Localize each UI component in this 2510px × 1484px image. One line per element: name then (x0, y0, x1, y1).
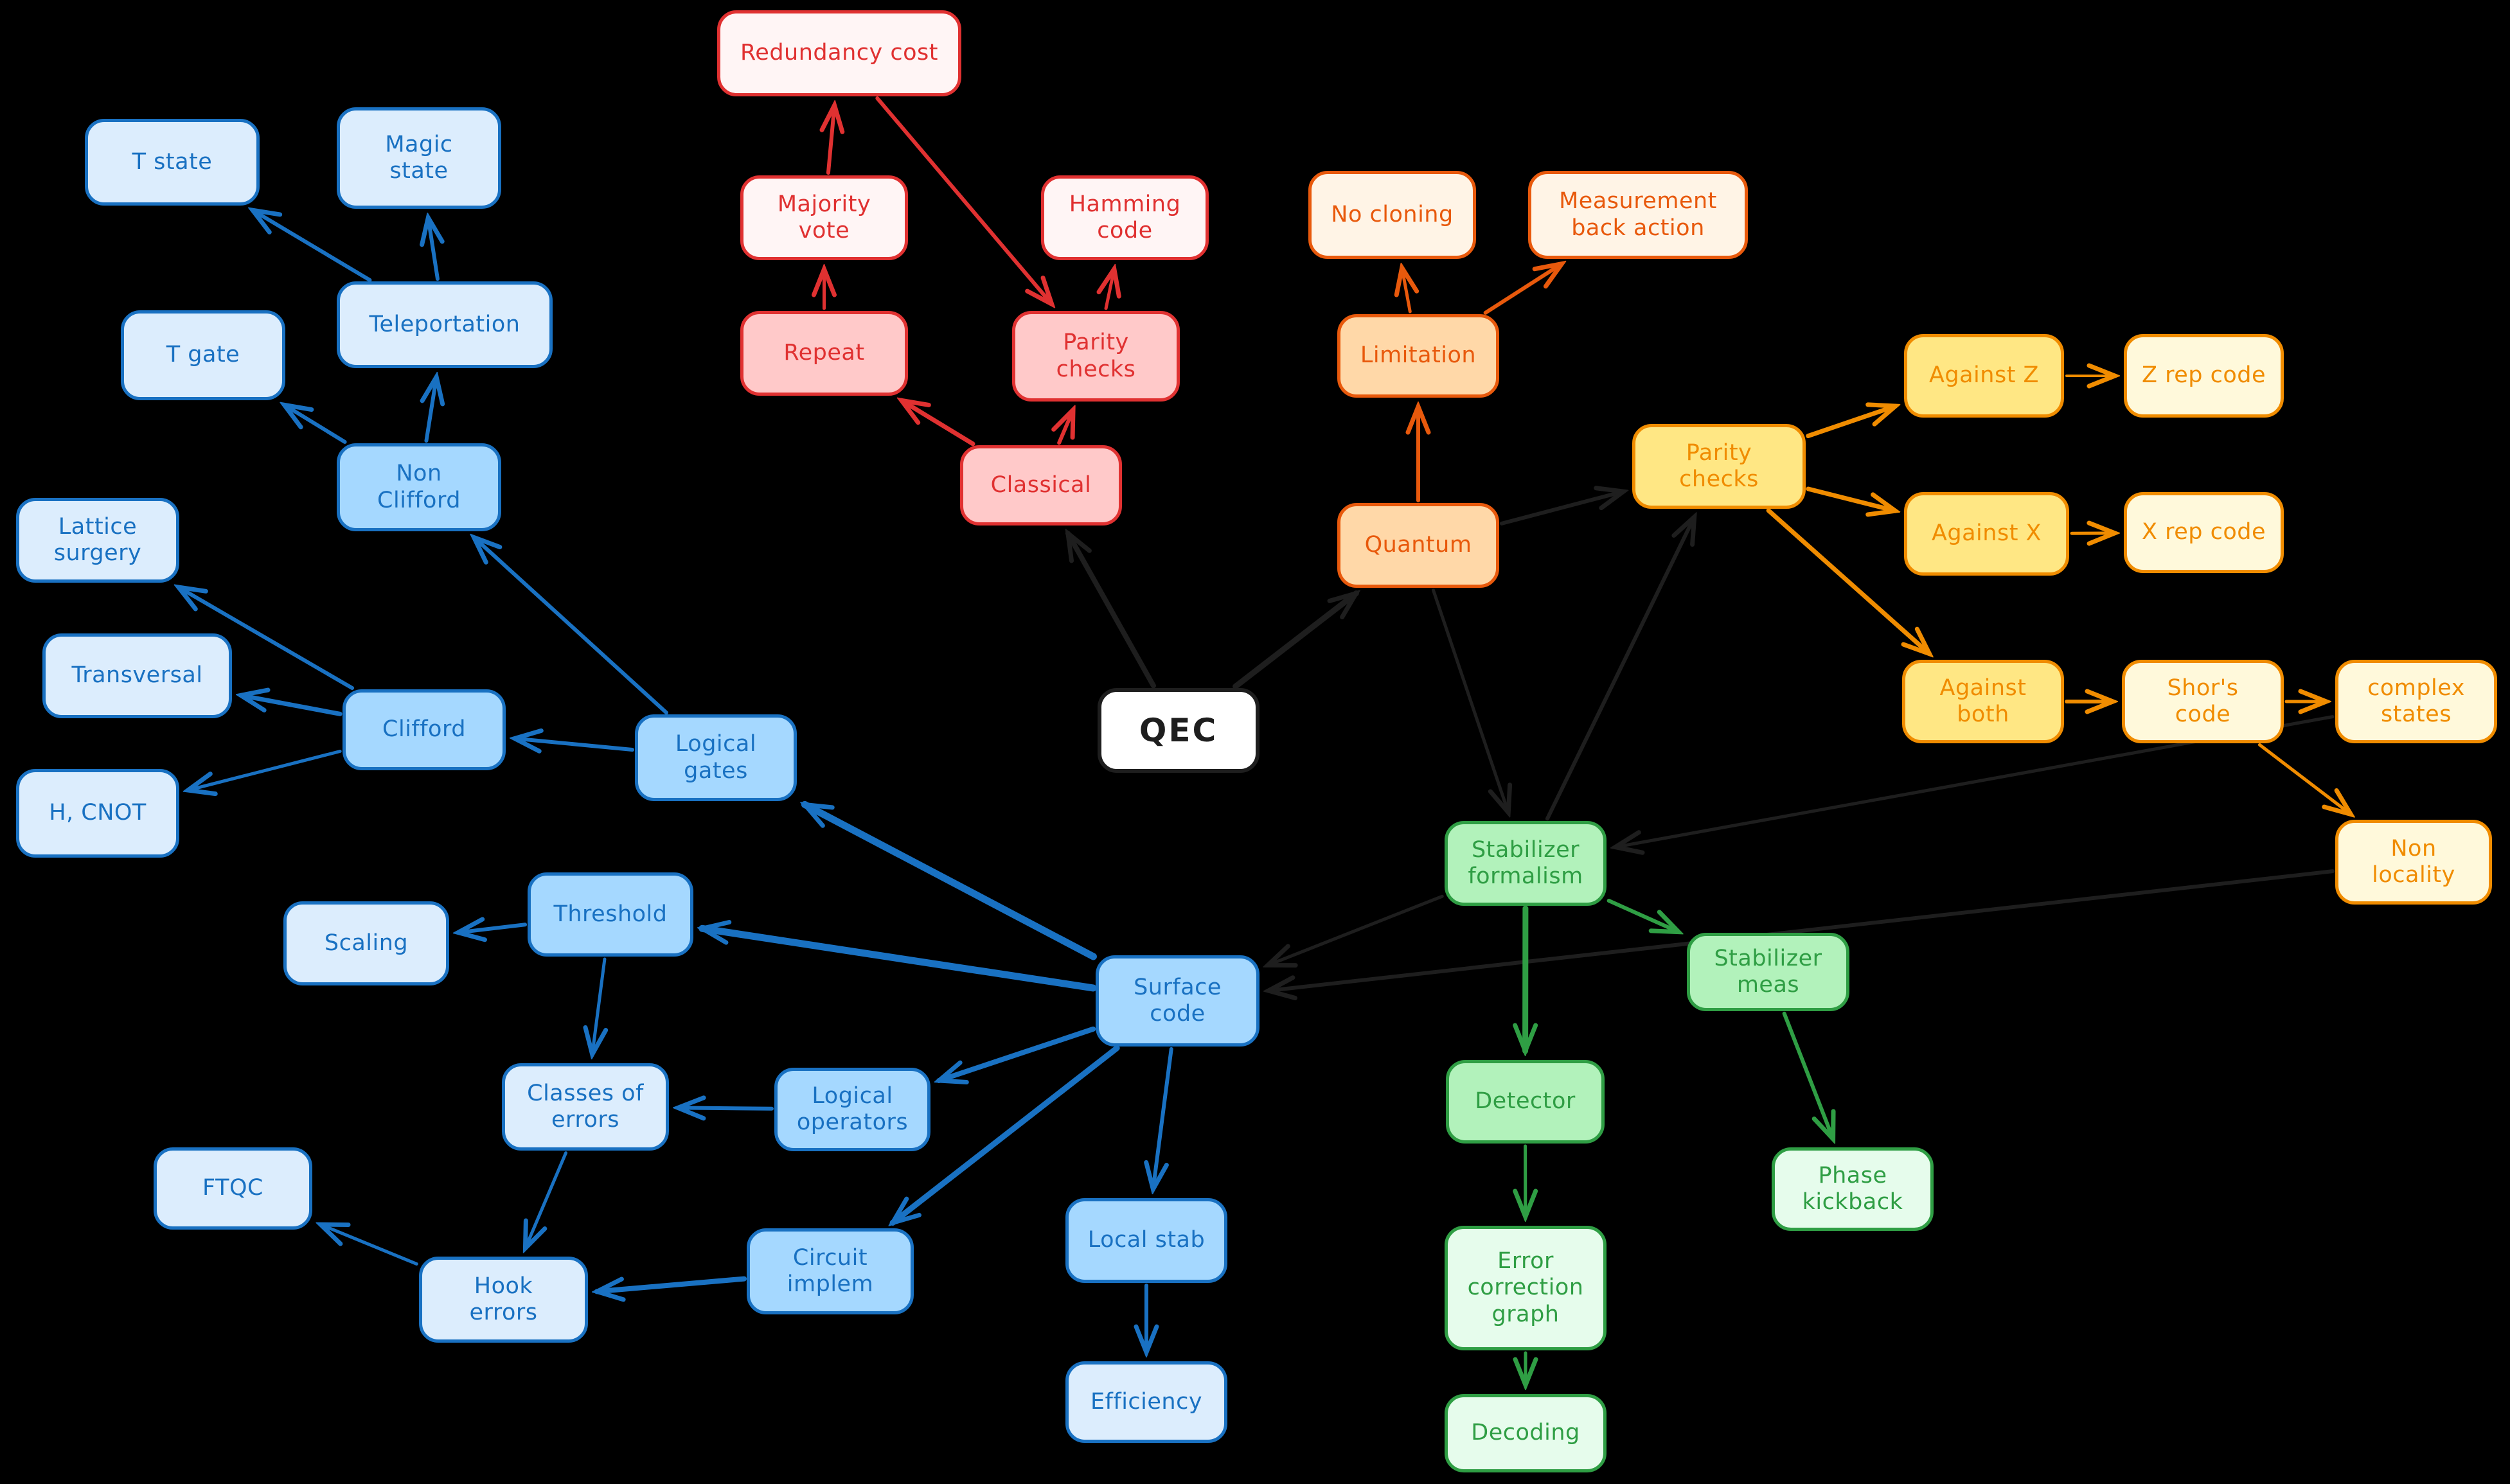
edge-stabilizer-formalism-to-surface-code (1268, 894, 1444, 965)
node-lattice-surgery[interactable]: Lattice surgery (16, 498, 179, 583)
edge-threshold-to-classes-of-errors (592, 957, 605, 1054)
edge-parity-checks-yellow-to-against-z (1806, 406, 1896, 439)
node-qec[interactable]: QEC (1098, 688, 1259, 773)
edge-classical-to-parity-checks-red (1059, 410, 1073, 445)
node-threshold[interactable]: Threshold (528, 872, 693, 957)
node-t-gate[interactable]: T gate (121, 310, 285, 400)
edge-clifford-to-lattice-surgery (179, 587, 355, 690)
node-hook-errors[interactable]: Hook errors (419, 1257, 588, 1343)
node-no-cloning[interactable]: No cloning (1308, 171, 1476, 259)
node-non-clifford[interactable]: Non Clifford (337, 443, 501, 531)
edge-redundancy-cost-to-parity-checks-red (875, 96, 1051, 304)
node-error-correction-graph[interactable]: Error correction graph (1445, 1226, 1607, 1350)
edge-stabilizer-meas-to-phase-kickback (1782, 1011, 1833, 1139)
node-against-x[interactable]: Against X (1904, 492, 2069, 576)
node-shors-code[interactable]: Shor's code (2122, 660, 2284, 743)
node-classes-of-errors[interactable]: Classes of errors (502, 1063, 669, 1151)
node-complex-states[interactable]: complex states (2335, 660, 2497, 743)
edge-logical-gates-to-clifford (515, 739, 635, 750)
edge-limitation-to-measurement-back-action (1483, 264, 1562, 315)
edge-majority-vote-to-redundancy-cost (828, 105, 835, 175)
edge-non-locality-to-surface-code (1268, 869, 2335, 991)
edge-stabilizer-formalism-to-stabilizer-meas (1607, 899, 1679, 932)
edge-shors-code-to-non-locality (2257, 743, 2351, 814)
edge-teleportation-to-t-state (253, 210, 372, 282)
node-x-rep-code[interactable]: X rep code (2124, 492, 2284, 573)
node-against-both[interactable]: Against both (1902, 660, 2064, 743)
node-stabilizer-formalism[interactable]: Stabilizer formalism (1445, 821, 1607, 906)
edge-surface-code-to-circuit-implem (893, 1045, 1120, 1223)
node-local-stab[interactable]: Local stab (1065, 1198, 1227, 1283)
node-efficiency[interactable]: Efficiency (1065, 1361, 1227, 1443)
edge-surface-code-to-logical-gates (805, 800, 1097, 960)
edge-parity-checks-yellow-to-against-x (1806, 486, 1896, 511)
node-against-z[interactable]: Against Z (1904, 334, 2064, 418)
node-quantum[interactable]: Quantum (1337, 503, 1499, 588)
node-stabilizer-meas[interactable]: Stabilizer meas (1687, 933, 1849, 1011)
edge-classical-to-repeat (902, 400, 975, 446)
edge-surface-code-to-logical-operators (939, 1026, 1096, 1081)
node-logical-operators[interactable]: Logical operators (774, 1068, 930, 1151)
node-logical-gates[interactable]: Logical gates (635, 714, 797, 801)
node-non-locality[interactable]: Non locality (2335, 820, 2492, 905)
edge-threshold-to-scaling (458, 924, 528, 932)
node-teleportation[interactable]: Teleportation (337, 281, 553, 368)
node-limitation[interactable]: Limitation (1337, 314, 1499, 398)
edge-surface-code-to-local-stab (1153, 1047, 1173, 1189)
node-h-cnot[interactable]: H, CNOT (16, 769, 179, 858)
node-parity-checks-yellow[interactable]: Parity checks (1632, 424, 1806, 509)
edge-parity-checks-red-to-hamming-code (1106, 269, 1114, 310)
node-clifford[interactable]: Clifford (343, 689, 506, 770)
edge-non-clifford-to-t-gate (284, 405, 347, 444)
edge-quantum-to-parity-checks-yellow (1499, 491, 1624, 526)
node-majority-vote[interactable]: Majority vote (740, 175, 908, 260)
edge-qec-to-classical (1068, 533, 1157, 689)
edge-teleportation-to-magic-state (428, 218, 438, 281)
node-ftqc[interactable]: FTQC (154, 1147, 312, 1230)
node-parity-checks-red[interactable]: Parity checks (1012, 311, 1180, 402)
node-z-rep-code[interactable]: Z rep code (2124, 334, 2284, 418)
edge-non-clifford-to-teleportation (426, 377, 436, 443)
node-detector[interactable]: Detector (1446, 1060, 1605, 1144)
node-redundancy-cost[interactable]: Redundancy cost (717, 10, 961, 96)
edge-quantum-to-stabilizer-formalism (1432, 588, 1509, 813)
edge-clifford-to-transversal (241, 695, 343, 716)
node-circuit-implem[interactable]: Circuit implem (747, 1228, 914, 1314)
edge-logical-gates-to-non-clifford (474, 537, 668, 715)
edge-clifford-to-h-cnot (188, 749, 342, 790)
node-magic-state[interactable]: Magic state (337, 107, 501, 209)
node-transversal[interactable]: Transversal (42, 633, 232, 718)
node-measurement-back-action[interactable]: Measurement back action (1528, 171, 1748, 259)
edge-parity-checks-yellow-to-against-both (1766, 508, 1929, 654)
edge-classes-of-errors-to-hook-errors (525, 1151, 568, 1248)
node-phase-kickback[interactable]: Phase kickback (1772, 1147, 1934, 1231)
edge-limitation-to-no-cloning (1402, 268, 1411, 314)
node-hamming-code[interactable]: Hamming code (1041, 175, 1209, 260)
edge-stabilizer-formalism-to-parity-checks-yellow (1545, 517, 1695, 821)
node-classical[interactable]: Classical (960, 445, 1122, 526)
node-t-state[interactable]: T state (85, 119, 260, 206)
edge-circuit-implem-to-hook-errors (597, 1276, 747, 1292)
node-scaling[interactable]: Scaling (283, 901, 449, 985)
edge-qec-to-quantum (1233, 594, 1357, 690)
node-repeat[interactable]: Repeat (740, 311, 908, 396)
edge-hook-errors-to-ftqc (321, 1224, 418, 1266)
edge-surface-code-to-threshold (702, 928, 1097, 992)
node-decoding[interactable]: Decoding (1445, 1394, 1607, 1472)
node-surface-code[interactable]: Surface code (1096, 955, 1259, 1047)
